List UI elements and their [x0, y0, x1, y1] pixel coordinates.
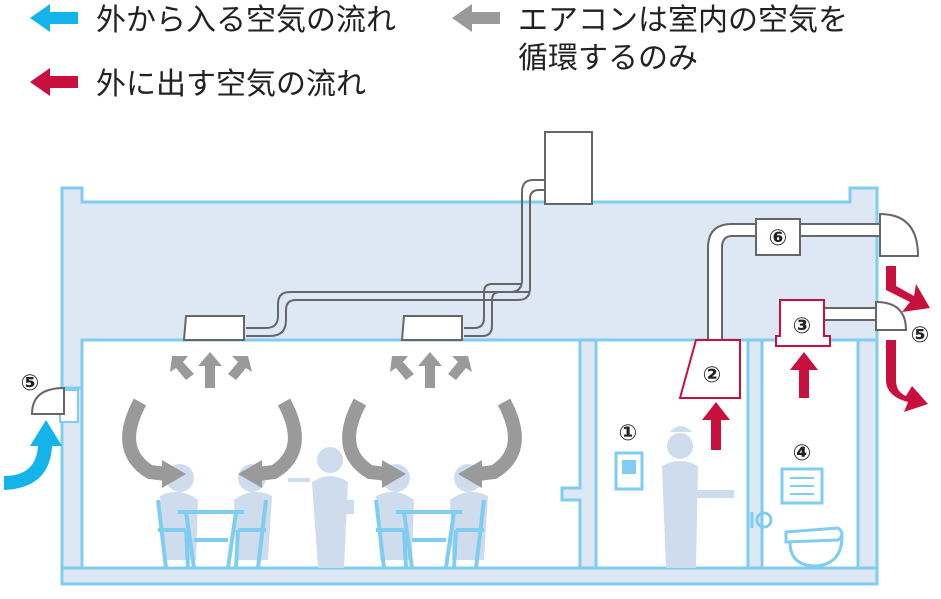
restroom-fan: [775, 299, 831, 347]
range-hood: [678, 339, 741, 399]
ac-circulation-curves: [122, 398, 522, 481]
fan-box-6: [755, 218, 801, 256]
ac-system: [182, 131, 593, 341]
interior-people: [160, 426, 734, 568]
right-wall: [856, 338, 879, 570]
floor: [60, 566, 879, 586]
marker-1: ①: [619, 421, 638, 446]
partition-wall-2: [746, 338, 764, 570]
legend-circulate-label-2: 循環するのみ: [518, 41, 698, 76]
ac-airflow-arrows: [170, 352, 472, 388]
marker-5-left: ⑤: [21, 371, 40, 396]
table-left: [178, 510, 244, 569]
exhaust-elbow-upper: [879, 212, 920, 257]
building: [59, 186, 879, 586]
inlet-elbow: [30, 386, 65, 415]
exhaust-arrows: [702, 266, 930, 450]
circulate-arrow-icon: [452, 4, 500, 32]
outflow-arrow-icon: [30, 68, 78, 96]
marker-2: ②: [703, 363, 722, 388]
restroom-fan-duct: [823, 307, 881, 321]
marker-6: ⑥: [769, 226, 788, 251]
inflow-arrow-icon: [30, 4, 78, 32]
legend-inflow-label: 外から入る空気の流れ: [96, 3, 396, 38]
indoor-ac-unit-1: [182, 315, 245, 341]
marker-3: ③: [793, 314, 812, 339]
exhaust-system: [30, 212, 920, 415]
marker-5-right: ⑤: [911, 323, 930, 348]
legend-item-outflow: 外に出す空気の流れ: [30, 67, 366, 102]
restaurant-furniture: [156, 499, 486, 569]
inflow-arrow: [4, 420, 62, 490]
legend-item-inflow: 外から入る空気の流れ: [30, 3, 396, 38]
legend: 外から入る空気の流れ エアコンは室内の空気を 循環するのみ 外に出す空気の流れ: [30, 3, 848, 102]
indoor-ac-unit-2: [400, 315, 463, 341]
ac-circulation-heads: [162, 460, 482, 488]
legend-circulate-label-1: エアコンは室内の空気を: [518, 3, 848, 38]
legend-item-circulate: エアコンは室内の空気を 循環するのみ: [452, 3, 848, 76]
table-right: [396, 510, 462, 569]
restroom-sign: [780, 467, 824, 505]
partition-wall-1: [560, 338, 598, 570]
legend-outflow-label: 外に出す空気の流れ: [96, 67, 366, 102]
number-markers: ⑥ ③ ⑤ ② ① ④ ⑤: [21, 226, 930, 466]
marker-4: ④: [793, 441, 812, 466]
control-panel: [614, 451, 644, 491]
exhaust-elbow-lower: [875, 300, 908, 331]
toilet: [750, 511, 844, 568]
outdoor-unit: [544, 131, 593, 205]
